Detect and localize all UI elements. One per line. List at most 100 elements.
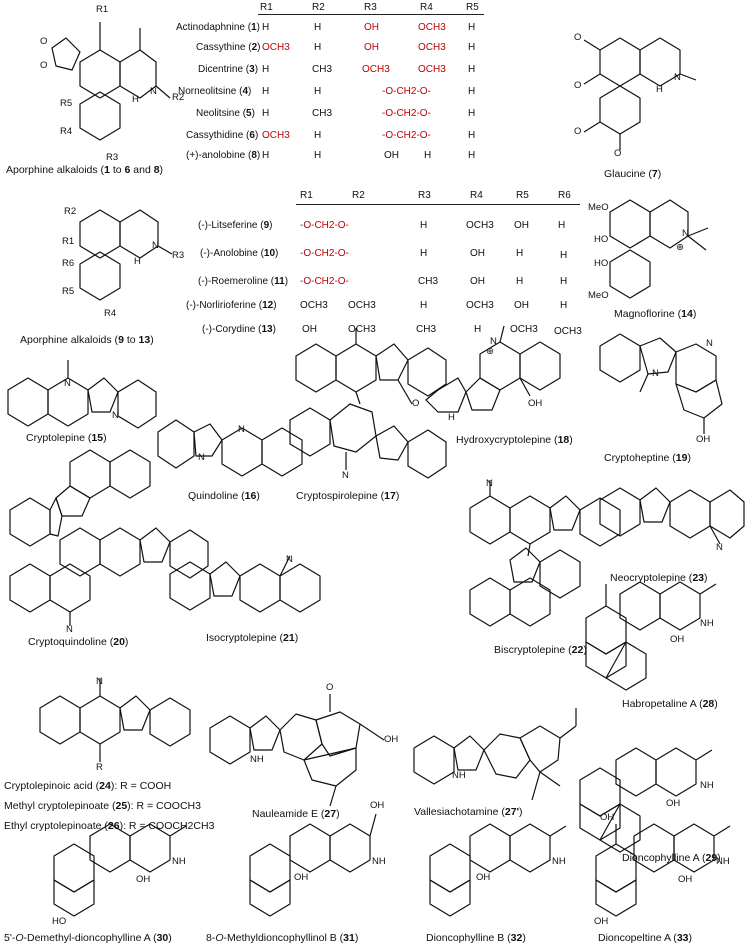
atom-o: O (574, 126, 582, 137)
atom-ho: HO (52, 916, 67, 927)
atom-n: N (64, 378, 71, 389)
table2-header: R3 (418, 190, 431, 201)
table2-name: (-)-Anolobine (10) (200, 248, 279, 259)
table2-cell: H (516, 248, 524, 259)
label-cryptoheptine: Cryptoheptine (19) (604, 452, 691, 464)
atom-oh: OH (528, 398, 543, 409)
atom-r2: R2 (64, 206, 77, 217)
atom-r4: R4 (104, 308, 117, 319)
structure-methyldion (249, 813, 377, 917)
table2-cell: OCH3 (510, 324, 538, 335)
table1-header: R1 (260, 2, 273, 13)
atom-r1: R1 (96, 4, 109, 15)
atom-ho: HO (594, 258, 609, 269)
atom-oh: OH (384, 734, 399, 745)
table1-cell: H (314, 42, 322, 53)
atom-o: O (40, 36, 48, 47)
table2-cell: H (420, 300, 428, 311)
structure-cryptolepine (7, 360, 157, 429)
label-demethyl-dioncophylline: 5'-O-Demethyl-dioncophylline A (30) (4, 932, 172, 944)
table1-cell: -O-CH2-O- (382, 108, 431, 119)
table1-cell: OH (364, 22, 379, 33)
structure-aporphine-b (79, 209, 173, 301)
table1-cell: OCH3 (362, 64, 390, 75)
atom-oh: OH (476, 872, 491, 883)
label-quindoline: Quindoline (16) (188, 490, 260, 502)
table1-cell: H (314, 86, 322, 97)
table1-rule (258, 14, 484, 15)
atom-nh: NH (552, 856, 566, 867)
table1-cell: H (262, 64, 270, 75)
structure-magnoflorine (609, 199, 709, 299)
table2-cell: OCH3 (466, 220, 494, 231)
label-aporphine-a: Aporphine alkaloids (1 to 6 and 8) (6, 164, 164, 176)
structure-dioncopeltine (595, 823, 731, 917)
table2-cell: -O-CH2-O- (300, 220, 349, 231)
atom-n: N (342, 470, 349, 481)
table2-header: R2 (352, 190, 365, 201)
label-habropetaline: Habropetaline A (28) (622, 698, 718, 710)
structure-cryptoheptine (599, 333, 723, 434)
atom-nh: NH (452, 770, 466, 781)
table2-cell: OCH3 (554, 326, 582, 337)
table1-header: R4 (420, 2, 433, 13)
atom-n: N (490, 336, 497, 347)
structure-isocryptolepine (169, 555, 321, 613)
atom-n: N (198, 452, 205, 463)
atom-oh: OH (696, 434, 711, 445)
table2-cell: CH3 (418, 276, 439, 287)
atom-n: N (150, 86, 157, 97)
table2-cell: -O-CH2-O- (300, 276, 349, 287)
label-dioncophylline-a: Dioncophylline A (29) (622, 852, 721, 864)
table1-cell: -O-CH2-O- (382, 130, 431, 141)
label-dioncopeltine: Dioncopeltine A (33) (598, 932, 692, 944)
atom-h: H (132, 94, 139, 105)
atom-oh: OH (594, 916, 609, 927)
atom-plus: ⊕ (676, 242, 684, 253)
atom-meo: MeO (588, 202, 609, 213)
atom-n: N (152, 240, 159, 251)
table1-cell: CH3 (312, 108, 333, 119)
atom-o: O (574, 80, 582, 91)
atom-n: N (682, 228, 689, 239)
structure-neocryptolepine (599, 487, 745, 545)
label-vallesiachotamine: Vallesiachotamine (27') (414, 806, 523, 818)
table2-cell: OCH3 (466, 300, 494, 311)
table1-cell: -O-CH2-O- (382, 86, 431, 97)
table2-cell: OH (514, 220, 529, 231)
atom-n: N (716, 542, 723, 553)
table1-cell: H (262, 150, 270, 161)
table1-name: (+)-anolobine (8) (186, 150, 261, 161)
table1-header: R3 (364, 2, 377, 13)
table1-cell: OCH3 (418, 22, 446, 33)
atom-n: N (66, 624, 73, 635)
label-biscryptolepine: Biscryptolepine (22) (494, 644, 587, 656)
table1-cell: H (468, 86, 476, 97)
table2-cell: OCH3 (300, 300, 328, 311)
label-aporphine-b: Aporphine alkaloids (9 to 13) (20, 334, 154, 346)
atom-r5: R5 (60, 98, 73, 109)
atom-nh: NH (716, 856, 730, 867)
atom-meo: MeO (588, 290, 609, 301)
label-hydroxycryptolepine: Hydroxycryptolepine (18) (456, 434, 573, 446)
atom-r1: R1 (62, 236, 75, 247)
atom-h: H (448, 412, 455, 423)
atom-oh: OH (670, 634, 685, 645)
table1-name: Cassythine (2) (196, 42, 261, 53)
table1-name: Norneolitsine (4) (178, 86, 252, 97)
atom-r5: R5 (62, 286, 75, 297)
table2-cell: OH (470, 276, 485, 287)
label-methyl-cryptolepinoate: Methyl cryptolepinoate (25): R = COOCH3 (4, 800, 201, 812)
table2-header: R1 (300, 190, 313, 201)
label-glaucine: Glaucine (7) (604, 168, 662, 180)
table1-header: R2 (312, 2, 325, 13)
label-cryptolepine: Cryptolepine (15) (26, 432, 107, 444)
atom-plus: ⊕ (486, 346, 494, 357)
structure-glaucine (583, 37, 697, 150)
atom-oh: OH (136, 874, 151, 885)
label-cryptospirolepine: Cryptospirolepine (17) (296, 490, 400, 502)
table1-cell: CH3 (312, 64, 333, 75)
table1-cell: H (262, 22, 270, 33)
label-neocryptolepine: Neocryptolepine (23) (610, 572, 708, 584)
